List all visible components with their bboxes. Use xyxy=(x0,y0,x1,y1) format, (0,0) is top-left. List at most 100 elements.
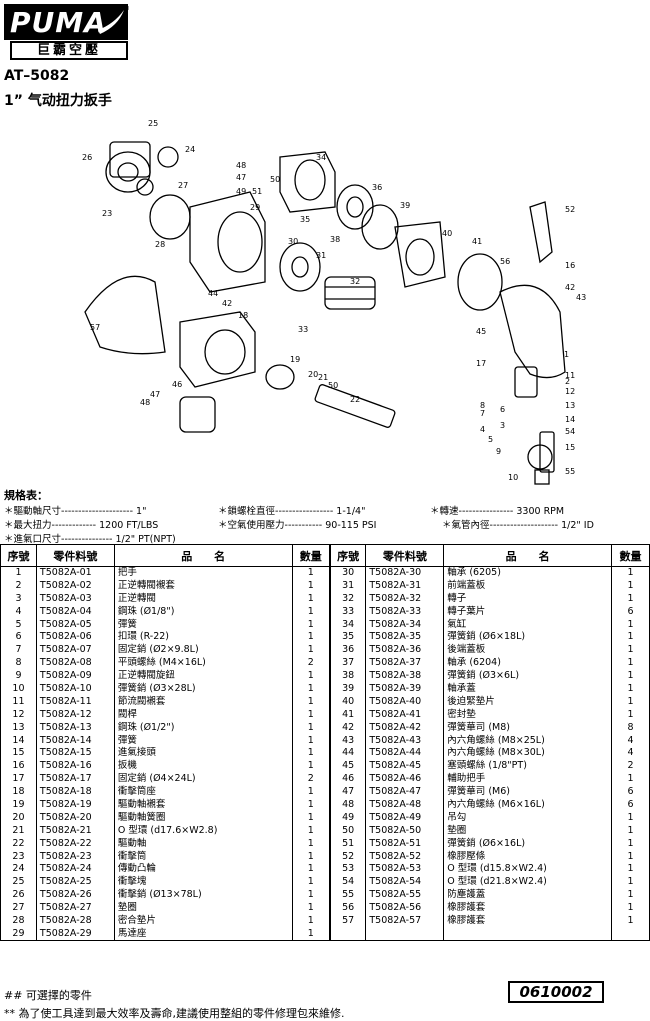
part-number-cell xyxy=(329,927,367,941)
part-anvil-bushing xyxy=(265,364,295,390)
registered-mark: ® xyxy=(122,4,130,13)
svg-text:3: 3 xyxy=(500,421,505,430)
svg-text:31: 31 xyxy=(316,251,326,260)
part-number-cell: 52 xyxy=(329,850,367,863)
part-name-cell: O 型環 (d17.6×W2.8) xyxy=(113,824,293,838)
svg-text:7: 7 xyxy=(480,409,485,418)
part-code-cell: T5082A-52 xyxy=(365,850,445,863)
part-code-cell: T5082A-15 xyxy=(35,746,115,760)
part-air-inlet xyxy=(534,469,550,485)
part-name-cell: 內六角螺絲 (M6×16L) xyxy=(443,798,613,812)
optional-parts-note: ## 可選擇的零件 xyxy=(4,989,92,1002)
svg-text:43: 43 xyxy=(576,293,586,302)
part-number-cell: 11 xyxy=(0,695,37,709)
part-code-cell: T5082A-26 xyxy=(35,888,115,902)
svg-text:57: 57 xyxy=(90,323,100,332)
part-name-cell: 氣缸 xyxy=(443,618,613,631)
part-code-cell: T5082A-01 xyxy=(35,566,115,580)
svg-text:18: 18 xyxy=(238,311,248,320)
part-qty-cell: 2 xyxy=(291,772,331,786)
part-name-cell: 平頭螺絲 (M4×16L) xyxy=(113,656,293,670)
logo-subtitle: 巨霸空壓 xyxy=(10,41,128,60)
part-number-cell: 33 xyxy=(329,605,367,619)
part-qty-cell: 2 xyxy=(611,759,650,773)
part-qty-cell: 1 xyxy=(291,875,331,889)
part-qty-cell: 1 xyxy=(291,618,331,631)
part-number-cell: 24 xyxy=(0,862,37,876)
part-number-cell: 9 xyxy=(0,669,37,683)
part-qty-cell: 1 xyxy=(611,579,650,593)
svg-text:46: 46 xyxy=(172,380,182,389)
part-number-cell: 6 xyxy=(0,630,37,644)
part-name-cell: 內六角螺絲 (M8×30L) xyxy=(443,746,613,760)
part-qty-cell: 4 xyxy=(611,734,650,747)
part-qty-cell: 1 xyxy=(291,759,331,773)
part-number-cell: 56 xyxy=(329,901,367,915)
part-name-cell: 彈簧銷 (Ø6×18L) xyxy=(443,630,613,644)
part-number-cell: 5 xyxy=(0,618,37,631)
part-qty-cell: 1 xyxy=(611,811,650,825)
part-qty-cell: 1 xyxy=(291,605,331,619)
svg-text:47: 47 xyxy=(150,390,160,399)
part-qty-cell: 6 xyxy=(611,798,650,812)
part-code-cell: T5082A-45 xyxy=(365,759,445,773)
part-name-cell: 轉子葉片 xyxy=(443,605,613,619)
svg-text:39: 39 xyxy=(400,201,410,210)
part-code-cell: T5082A-40 xyxy=(365,695,445,709)
part-name-cell: 扳機 xyxy=(113,759,293,773)
header-part-no: 零件料號 xyxy=(35,544,115,567)
part-motor-housing xyxy=(189,191,266,293)
part-name-cell: 傳動凸輪 xyxy=(113,862,293,876)
part-rotor xyxy=(324,276,376,310)
part-number-cell: 27 xyxy=(0,901,37,915)
part-code-cell: T5082A-36 xyxy=(365,643,445,657)
part-qty-cell: 6 xyxy=(611,605,650,619)
part-number-cell: 32 xyxy=(329,592,367,606)
part-qty-cell: 1 xyxy=(611,592,650,606)
part-name-cell: 正逆轉閥旋鈕 xyxy=(113,669,293,683)
part-name-cell: O 型環 (d21.8×W2.4) xyxy=(443,875,613,889)
part-qty-cell xyxy=(611,927,650,941)
part-name-cell: 彈簧 xyxy=(113,618,293,631)
part-code-cell: T5082A-02 xyxy=(35,579,115,593)
part-qty-cell: 4 xyxy=(611,746,650,760)
svg-text:14: 14 xyxy=(565,415,575,424)
part-qty-cell: 1 xyxy=(611,837,650,851)
part-code-cell: T5082A-19 xyxy=(35,798,115,812)
part-qty-cell: 1 xyxy=(291,785,331,799)
part-code-cell: T5082A-49 xyxy=(365,811,445,825)
part-name-cell: 衝擊銷 (Ø13×78L) xyxy=(113,888,293,902)
part-name-cell: 彈簧 xyxy=(113,734,293,747)
svg-text:10: 10 xyxy=(508,473,518,482)
part-number-cell: 53 xyxy=(329,862,367,876)
part-code-cell: T5082A-28 xyxy=(35,914,115,928)
header-description: 品 名 xyxy=(113,544,293,567)
part-code-cell: T5082A-06 xyxy=(35,630,115,644)
part-code-cell: T5082A-37 xyxy=(365,656,445,670)
part-qty-cell: 1 xyxy=(291,566,331,580)
part-number-cell: 35 xyxy=(329,630,367,644)
part-qty-cell: 1 xyxy=(291,592,331,606)
swoosh-icon xyxy=(98,10,124,34)
svg-text:48: 48 xyxy=(140,398,150,407)
header-part-no: 零件料號 xyxy=(365,544,445,567)
part-valve xyxy=(514,366,538,398)
part-number-cell: 46 xyxy=(329,772,367,786)
svg-text:56: 56 xyxy=(500,257,510,266)
svg-text:15: 15 xyxy=(565,443,575,452)
svg-text:9: 9 xyxy=(496,447,501,456)
svg-text:23: 23 xyxy=(102,209,112,218)
part-qty-cell: 1 xyxy=(291,914,331,928)
part-code-cell: T5082A-31 xyxy=(365,579,445,593)
part-code-cell: T5082A-27 xyxy=(35,901,115,915)
part-number-cell: 20 xyxy=(0,811,37,825)
part-qty-cell: 1 xyxy=(291,811,331,825)
part-number-cell: 55 xyxy=(329,888,367,902)
repair-kit-note: ** 為了使工具達到最大效率及壽命,建議使用整組的零件修理包來維修. xyxy=(4,1007,345,1020)
spec-inlet-size: ＊進氣口尺寸--------------- 1/2" PT(NPT) xyxy=(4,534,176,545)
